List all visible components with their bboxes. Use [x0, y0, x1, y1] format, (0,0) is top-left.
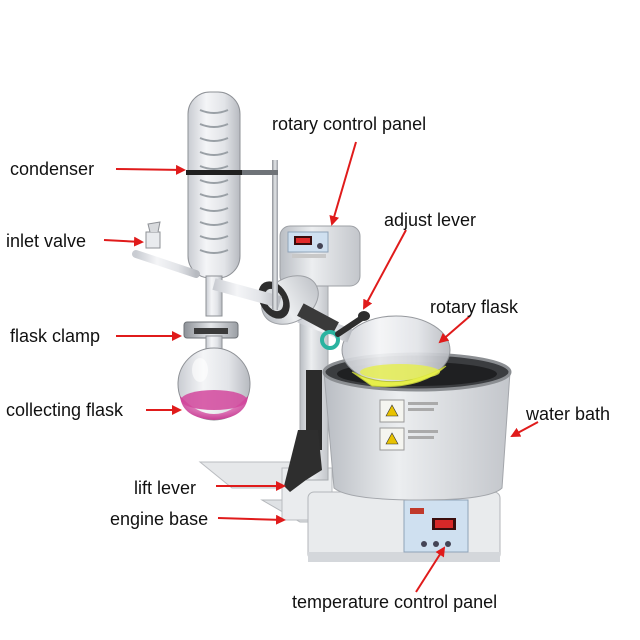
- support-rod: [242, 160, 278, 310]
- rotary-flask-shape: [297, 309, 451, 388]
- label-rotary-control-panel: rotary control panel: [272, 114, 427, 134]
- label-rotary-flask: rotary flask: [430, 297, 519, 317]
- label-lift-lever: lift lever: [134, 478, 197, 498]
- rotary-head-shape: [258, 225, 370, 350]
- arrow-condenser: [115, 164, 186, 175]
- label-inlet-valve: inlet valve: [6, 231, 87, 251]
- arrow-rotary-control-panel: [329, 141, 357, 226]
- arrow-rotary-flask: [438, 315, 471, 344]
- arrow-adjust-lever: [363, 229, 407, 310]
- label-temperature-control-panel: temperature control panel: [292, 592, 498, 612]
- arrow-inlet-valve: [103, 236, 144, 247]
- callout-arrows: [103, 141, 539, 593]
- condenser-shape: [186, 91, 282, 317]
- label-collecting-flask: collecting flask: [6, 400, 124, 420]
- inlet-valve-shape: [132, 221, 200, 278]
- lift-lever-shape: [284, 430, 322, 492]
- arrow-engine-base: [217, 514, 286, 525]
- label-condenser: condenser: [10, 159, 95, 179]
- temperature-control-panel-shape: [403, 499, 469, 553]
- arrow-temperature-control-panel: [415, 546, 446, 593]
- label-flask-clamp: flask clamp: [10, 326, 101, 346]
- arrow-water-bath: [510, 421, 539, 437]
- label-adjust-lever: adjust lever: [384, 210, 477, 230]
- collecting-flask-shape: [177, 347, 251, 421]
- label-water-bath: water bath: [526, 404, 611, 424]
- label-engine-base: engine base: [110, 509, 209, 529]
